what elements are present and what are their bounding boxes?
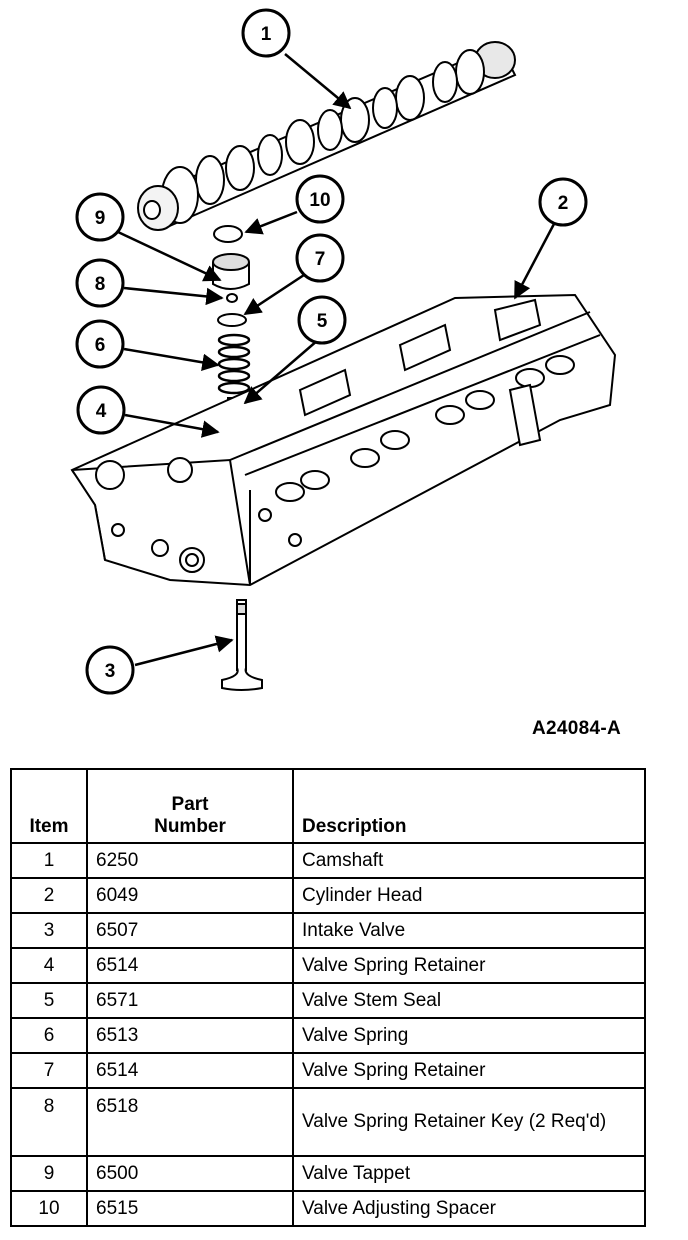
- header-part-line2: Number: [154, 816, 226, 837]
- svg-text:4: 4: [96, 401, 107, 422]
- svg-text:9: 9: [95, 208, 106, 229]
- svg-text:2: 2: [558, 193, 569, 214]
- header-item: Item: [10, 768, 88, 844]
- table-row: 6 6513 Valve Spring: [10, 1017, 646, 1054]
- table-row: 7 6514 Valve Spring Retainer: [10, 1052, 646, 1089]
- intake-valve-illustration: [221, 599, 263, 691]
- header-part-line1: Part: [171, 794, 209, 815]
- cell-description: Camshaft: [292, 842, 646, 879]
- callout-5: 5: [297, 295, 347, 345]
- parts-table: Item Part Number Description 1 6250 Cams…: [10, 768, 646, 1227]
- cell-item: 8: [10, 1087, 88, 1157]
- callout-1: 1: [241, 8, 291, 58]
- table-row: 10 6515 Valve Adjusting Spacer: [10, 1190, 646, 1227]
- svg-text:3: 3: [105, 661, 116, 682]
- table-header-row: Item Part Number Description: [10, 768, 646, 844]
- leader-lines: [117, 53, 557, 667]
- table-row: 4 6514 Valve Spring Retainer: [10, 947, 646, 984]
- cell-item: 1: [10, 842, 88, 879]
- callout-3: 3: [85, 645, 135, 695]
- camshaft-illustration: [137, 41, 517, 231]
- callout-6: 6: [75, 319, 125, 369]
- exploded-valvetrain-diagram: 1 2 3 4 5 6 7 8 9 10: [70, 8, 617, 695]
- svg-text:8: 8: [95, 274, 106, 295]
- cell-item: 6: [10, 1017, 88, 1054]
- cell-part-number: 6250: [86, 842, 294, 879]
- cell-item: 3: [10, 912, 88, 949]
- cell-description: Valve Stem Seal: [292, 982, 646, 1019]
- cell-description: Valve Adjusting Spacer: [292, 1190, 646, 1227]
- cell-description: Valve Spring: [292, 1017, 646, 1054]
- callout-7: 7: [295, 233, 345, 283]
- table-row: 1 6250 Camshaft: [10, 842, 646, 879]
- cell-item: 4: [10, 947, 88, 984]
- cell-item: 5: [10, 982, 88, 1019]
- cell-part-number: 6507: [86, 912, 294, 949]
- svg-text:1: 1: [261, 24, 272, 45]
- svg-text:7: 7: [315, 249, 326, 270]
- cell-item: 9: [10, 1155, 88, 1192]
- callout-4: 4: [76, 385, 126, 435]
- valve-adjusting-spacer-illustration: [213, 225, 243, 243]
- callout-2: 2: [538, 177, 588, 227]
- valve-tappet-illustration: [212, 253, 250, 290]
- figure-id-label: A24084-A: [532, 718, 622, 739]
- svg-text:10: 10: [309, 190, 330, 211]
- table-row: 5 6571 Valve Stem Seal: [10, 982, 646, 1019]
- table-row: 9 6500 Valve Tappet: [10, 1155, 646, 1192]
- cell-item: 2: [10, 877, 88, 914]
- cell-description: Intake Valve: [292, 912, 646, 949]
- cell-description: Valve Spring Retainer: [292, 947, 646, 984]
- cell-description: Valve Tappet: [292, 1155, 646, 1192]
- cell-part-number: 6518: [86, 1087, 294, 1157]
- cell-description: Valve Spring Retainer: [292, 1052, 646, 1089]
- cell-item: 10: [10, 1190, 88, 1227]
- callout-8: 8: [75, 258, 125, 308]
- cell-description: Cylinder Head: [292, 877, 646, 914]
- cell-item: 7: [10, 1052, 88, 1089]
- table-row: 3 6507 Intake Valve: [10, 912, 646, 949]
- header-description: Description: [292, 768, 646, 844]
- table-row: 2 6049 Cylinder Head: [10, 877, 646, 914]
- cell-description: Valve Spring Retainer Key (2 Req'd): [292, 1087, 646, 1157]
- valve-spring-illustration: [217, 333, 251, 395]
- callout-9: 9: [75, 192, 125, 242]
- cell-part-number: 6513: [86, 1017, 294, 1054]
- svg-text:5: 5: [317, 311, 328, 332]
- svg-text:6: 6: [95, 335, 106, 356]
- cell-part-number: 6514: [86, 1052, 294, 1089]
- cell-part-number: 6514: [86, 947, 294, 984]
- cell-part-number: 6515: [86, 1190, 294, 1227]
- header-part-number: Part Number: [86, 768, 294, 844]
- callout-10: 10: [295, 174, 345, 224]
- retainer-key-illustration: [226, 293, 238, 303]
- cylinder-head-illustration: [70, 293, 617, 587]
- cell-part-number: 6571: [86, 982, 294, 1019]
- upper-retainer-illustration: [217, 313, 247, 327]
- table-row: 8 6518 Valve Spring Retainer Key (2 Req'…: [10, 1087, 646, 1157]
- cell-part-number: 6500: [86, 1155, 294, 1192]
- cell-part-number: 6049: [86, 877, 294, 914]
